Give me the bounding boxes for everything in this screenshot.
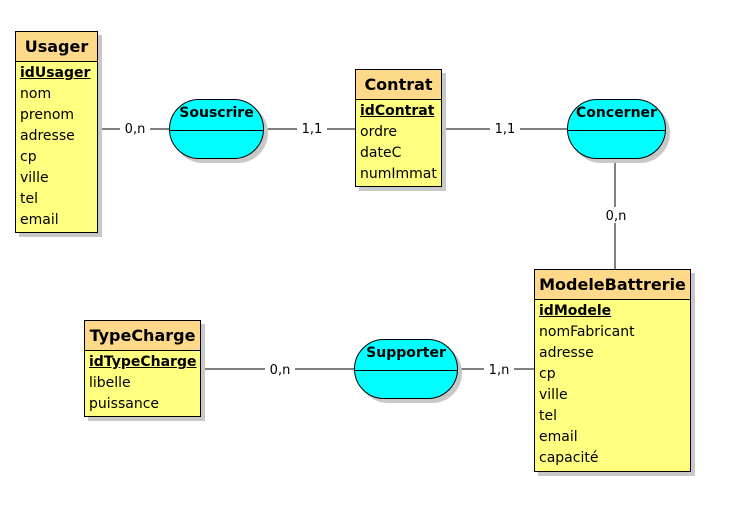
- attribute: nomFabricant: [539, 324, 635, 340]
- entity-modelebattrerie[interactable]: ModeleBattrerie idModele nomFabricant ad…: [534, 269, 691, 472]
- entity-contrat-title: Contrat: [356, 70, 441, 100]
- attribute: puissance: [89, 396, 159, 412]
- attribute: ville: [539, 387, 568, 403]
- association-divider: [568, 130, 665, 131]
- entity-contrat[interactable]: Contrat idContrat ordre dateC numImmat: [355, 69, 442, 187]
- association-concerner-title: Concerner: [576, 105, 657, 121]
- attribute-key: idTypeCharge: [89, 354, 197, 370]
- association-divider: [170, 130, 263, 131]
- association-supporter[interactable]: Supporter: [354, 339, 458, 399]
- entity-typecharge-title: TypeCharge: [85, 321, 200, 351]
- attribute: ville: [20, 170, 49, 186]
- cardinality-modele-concerner: 0,n: [606, 209, 627, 224]
- attribute: adresse: [539, 345, 594, 361]
- cardinality-contrat-concerner: 1,1: [495, 122, 516, 137]
- attribute: nom: [20, 86, 52, 102]
- association-souscrire[interactable]: Souscrire: [169, 99, 264, 159]
- cardinality-typecharge-supporter: 0,n: [270, 363, 291, 378]
- attribute: dateC: [360, 145, 402, 161]
- cardinality-modele-supporter: 1,n: [489, 363, 510, 378]
- cardinality-usager-souscrire: 0,n: [125, 122, 146, 137]
- attribute: capacité: [539, 450, 599, 466]
- entity-modelebattrerie-title: ModeleBattrerie: [535, 270, 690, 300]
- attribute: libelle: [89, 375, 131, 391]
- attribute: cp: [20, 149, 37, 165]
- attribute: tel: [539, 408, 557, 424]
- attribute: prenom: [20, 107, 75, 123]
- entity-usager-title: Usager: [16, 32, 97, 62]
- attribute-key: idModele: [539, 303, 612, 319]
- cardinality-contrat-souscrire: 1,1: [302, 122, 323, 137]
- attribute-key: idContrat: [360, 103, 435, 119]
- entity-usager[interactable]: Usager idUsager nom prenom adresse cp vi…: [15, 31, 98, 233]
- association-concerner[interactable]: Concerner: [567, 99, 666, 159]
- attribute: email: [20, 212, 59, 228]
- attribute: numImmat: [360, 166, 437, 182]
- attribute: email: [539, 429, 578, 445]
- attribute: tel: [20, 191, 38, 207]
- attribute: adresse: [20, 128, 75, 144]
- association-souscrire-title: Souscrire: [179, 105, 254, 121]
- association-divider: [355, 370, 457, 371]
- attribute: cp: [539, 366, 556, 382]
- association-supporter-title: Supporter: [366, 345, 446, 361]
- attribute-key: idUsager: [20, 65, 91, 81]
- attribute: ordre: [360, 124, 398, 140]
- entity-typecharge[interactable]: TypeCharge idTypeCharge libelle puissanc…: [84, 320, 201, 417]
